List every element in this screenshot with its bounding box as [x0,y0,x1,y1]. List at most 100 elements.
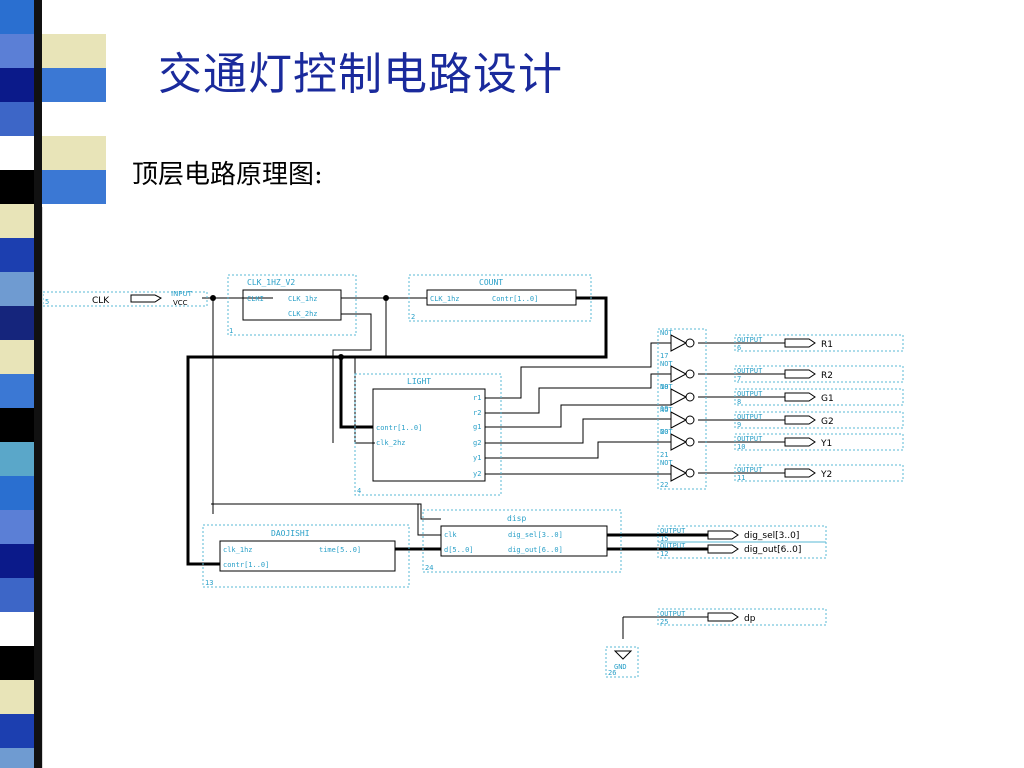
stripe-band-wide [42,136,106,170]
daojishi-block-num: 13 [205,579,213,587]
disp-block [440,525,608,557]
clk-block-num: 1 [229,327,233,335]
not-gate-6: NOT 22 [660,459,695,489]
clk-block [242,289,342,321]
daojishi-block [219,540,396,572]
wire-g1 [485,396,672,428]
light-out-g1: g1 [473,423,481,431]
not-gates-frame [657,328,707,490]
input-frame [43,291,208,307]
light-out-r1: r1 [473,394,481,402]
gnd-symbol: GND 26 [605,646,639,678]
junction-clk1hz [383,295,389,301]
output-y2-name: Y2 [820,470,832,480]
wire-r1 [485,342,671,399]
stripe-band-wide [42,0,106,34]
wire-clk-to-clkdiv [212,298,441,536]
light-out-y2: y2 [473,470,481,478]
count-block-title: COUNT [479,278,503,287]
not-gate-1: NOT 17 [660,329,695,360]
not-gate-3: NOT 19 [660,383,695,413]
count-block [426,289,577,306]
wire-g2 [485,418,671,444]
clk-block-title: CLK_1HZ_V2 [247,278,295,287]
output-r2-num: 7 [737,375,741,383]
stripe-band-wide [42,170,106,204]
output-pin-r1: OUTPUT 6 R1 [734,334,904,352]
not-gate-2-label: NOT [660,360,673,368]
output-dp-type: OUTPUT [660,610,686,618]
count-block-num: 2 [411,313,415,321]
output-pin-dig-out: OUTPUT 12 dig_out[6..0] [657,541,827,559]
light-block [372,388,486,482]
output-g1-num: 8 [737,398,741,406]
junction-clk [210,295,216,301]
stripe-band-wide [42,34,106,68]
output-g2-name: G2 [821,417,834,427]
not-gate-4: NOT 20 [660,406,695,436]
light-out-g2: g2 [473,439,481,447]
gnd-num: 26 [608,669,616,677]
not-gate-3-num: 19 [660,405,668,413]
schematic-diagram: 5 CLK INPUT VCC CLK_1HZ_V2 CLKI CLK_1hz … [43,274,904,678]
output-pin-r2: OUTPUT 7 R2 [734,365,904,383]
output-dig-sel-type: OUTPUT [660,527,686,535]
light-block-in2: clk_2hz [376,439,406,447]
output-y2-type: OUTPUT [737,466,763,474]
disp-block-title: disp [507,514,526,523]
output-dig-out-type: OUTPUT [660,542,686,550]
output-dig-out-num: 12 [660,550,668,558]
clk-block-in: CLKI [247,295,264,303]
disp-block-num: 24 [425,564,433,572]
output-y1-type: OUTPUT [737,435,763,443]
clk-block-out2: CLK_2hz [288,310,318,318]
junction-contr [338,354,344,360]
stripe-band-wide [42,102,106,136]
not-gate-5-label: NOT [660,428,673,436]
disp-block-frame [422,509,622,573]
output-pin-dp: OUTPUT 25 dp [657,608,827,626]
output-dig-out-name: dig_out[6..0] [744,545,801,555]
stripe-band [0,748,42,768]
output-pin-y1: OUTPUT 10 Y1 [734,433,904,451]
output-r2-name: R2 [821,371,833,381]
bus-contr-to-daojishi [186,355,341,566]
not-gate-1-label: NOT [660,329,673,337]
not-gate-4-label: NOT [660,406,673,414]
schematic-canvas: 5 CLK INPUT VCC CLK_1HZ_V2 CLKI CLK_1hz … [42,207,1024,768]
slide-subtitle: 顶层电路原理图: [132,160,323,190]
output-dig-sel-num: 15 [660,535,668,543]
stripe-edge [34,0,42,768]
clk-block-frame [227,274,357,336]
light-out-y1: y1 [473,454,481,462]
daojishi-block-title: DAOJISHI [271,529,310,538]
input-pin-shape [130,294,162,303]
not-gate-4-num: 20 [660,428,668,436]
wire-y1 [485,441,671,459]
output-y1-name: Y1 [820,439,832,449]
output-pin-y2: OUTPUT 11 Y2 [734,464,904,482]
wire-clk2hz [332,313,372,443]
light-block-in1: contr[1..0] [376,424,422,432]
output-y2-num: 11 [737,474,745,482]
input-pin-type: INPUT [171,290,193,298]
not-gate-2-num: 18 [660,383,668,391]
wire-r2 [485,373,671,414]
light-block-title: LIGHT [407,377,431,386]
not-gate-3-label: NOT [660,383,673,391]
light-block-frame [354,373,502,496]
output-dp-num: 25 [660,618,668,626]
not-gate-5: NOT 21 [660,428,695,459]
decorative-side-stripe [0,0,106,768]
output-pin-dig-sel: OUTPUT 15 dig_sel[3..0] [657,525,827,543]
count-block-in: CLK_1hz [430,295,460,303]
count-block-frame [408,274,592,322]
not-gate-6-num: 22 [660,481,668,489]
bus-contr-to-light [339,296,608,429]
output-g1-name: G1 [821,394,834,404]
output-r1-num: 6 [737,344,741,352]
not-gate-5-num: 21 [660,451,668,459]
daojishi-block-in1: clk_1hz [223,546,253,554]
slide-title: 交通灯控制电路设计 [158,49,563,100]
input-pin-name: CLK [92,296,110,306]
